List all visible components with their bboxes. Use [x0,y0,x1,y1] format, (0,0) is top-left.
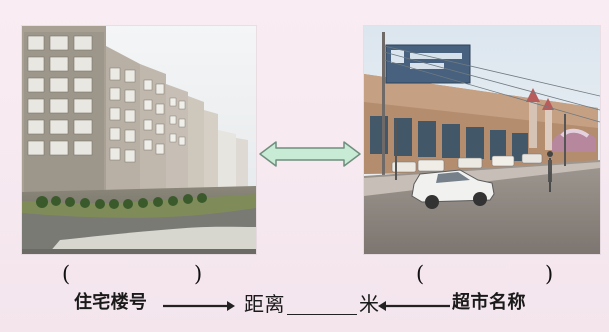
right-arrow-icon [163,301,235,311]
supermarket-photo-illustration [364,26,600,254]
residential-photo-illustration [22,26,256,254]
right-photo-answer-open-parenthesis: ( [416,262,425,286]
distance-answer-blank [287,314,357,315]
left-photo-answer-open-parenthesis: ( [62,262,71,286]
double-headed-arrow-icon [259,141,361,167]
right-photo-answer-close-parenthesis: ) [545,262,554,286]
left-arrow-icon [378,301,450,311]
left-photo-answer-close-parenthesis: ) [194,262,203,286]
residence-building-number-label: 住宅楼号 [74,292,148,313]
distance-label: 距离 [244,292,285,316]
supermarket-name-label: 超市名称 [452,292,526,313]
supermarket-street-photo [364,26,600,254]
meter-label: 米 [359,292,379,316]
residential-buildings-photo [22,26,256,254]
distance-sentence-row: 住宅楼号 距离 米 超市名称 [0,292,609,322]
